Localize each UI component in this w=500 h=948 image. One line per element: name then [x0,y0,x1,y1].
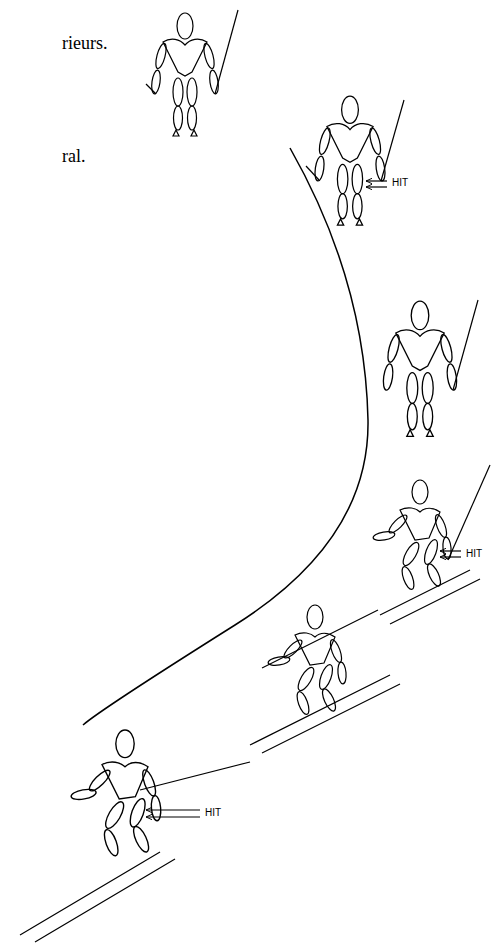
force-arrow [146,809,200,810]
skier [382,301,458,436]
skier [150,13,219,136]
ski [250,675,390,745]
turn-arc [83,148,368,725]
ski-pole [262,610,378,668]
ski-pole [306,166,319,180]
ski [380,570,470,615]
force-arrow [146,816,200,817]
ski [20,852,160,935]
ski-pole [381,100,404,181]
page-text-fragment: rieurs. [62,33,107,54]
force-arrow [440,550,461,551]
page-text-fragment: ral. [62,146,85,167]
ski-pole [215,10,238,94]
ski-pole [146,84,156,94]
ski-pole [140,762,250,790]
hit-label: HIT [392,177,408,189]
force-arrow [440,556,461,557]
force-arrow [366,180,387,181]
ski [35,859,175,942]
ski-pole [453,300,478,390]
skier [70,730,161,857]
hit-label: HIT [466,548,482,560]
ski [262,684,400,753]
hit-label: HIT [205,807,221,819]
skier [372,480,451,591]
ski-pole [448,465,490,560]
ski [390,579,480,624]
skier [314,96,387,225]
skier [267,605,346,716]
force-arrow [366,186,387,187]
